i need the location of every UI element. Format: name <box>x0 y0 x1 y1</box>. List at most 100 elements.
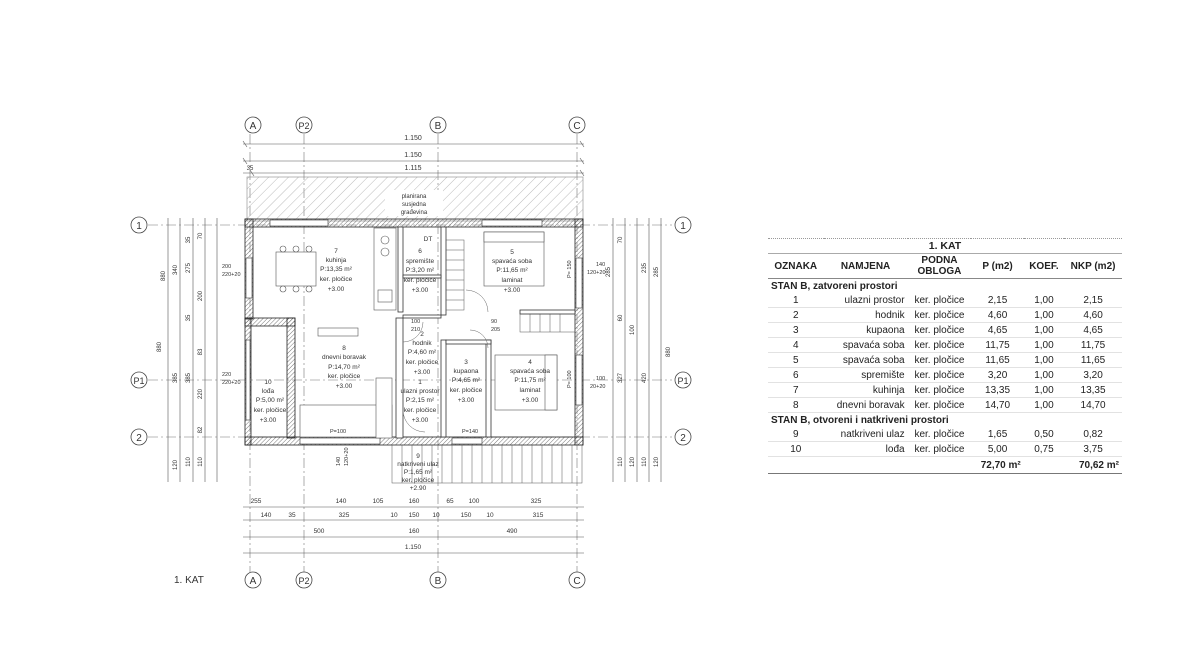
svg-text:lođa: lođa <box>262 388 275 395</box>
svg-text:20+20: 20+20 <box>590 384 605 390</box>
svg-text:120: 120 <box>630 456 636 467</box>
svg-text:160: 160 <box>409 528 420 535</box>
section-otvoreni-label: STAN B, otvoreni i natkriveni prostori <box>771 414 949 426</box>
axis-bubble-2-right: 2 <box>674 428 692 446</box>
svg-text:110: 110 <box>198 457 204 467</box>
svg-text:spremište: spremište <box>406 258 435 265</box>
cell-oznaka: 7 <box>768 382 824 398</box>
cell-p: 4,65 <box>971 322 1024 338</box>
svg-text:490: 490 <box>507 528 518 535</box>
room-spremiste: DT 6 spremište P:3,20 m² ker. pločice +3… <box>404 236 437 294</box>
svg-text:B: B <box>435 576 442 587</box>
section-zatvoreni: STAN B, zatvoreni prostori <box>768 279 1122 294</box>
svg-text:120+20: 120+20 <box>587 270 606 276</box>
axis-bubble-c-bottom: C <box>568 571 586 589</box>
svg-text:880: 880 <box>666 346 672 357</box>
svg-text:210: 210 <box>411 327 420 333</box>
room-natkriveni-ulaz: 9 natkriveni ulaz P:1,65 m² ker. pločice… <box>397 453 439 492</box>
cell-p: 5,00 <box>971 441 1024 457</box>
cell-namjena: lođa <box>823 441 908 457</box>
svg-text:35: 35 <box>288 512 296 519</box>
bottom-dimension-row-2: 140 35 325 10 150 10 150 10 315 <box>261 512 544 519</box>
axis-bubble-p2-bottom: P2 <box>295 571 313 589</box>
svg-text:140: 140 <box>336 457 342 466</box>
svg-text:1: 1 <box>680 221 686 232</box>
cell-oznaka: 8 <box>768 397 824 413</box>
cell-nkp: 11,75 <box>1064 337 1122 353</box>
svg-text:ker. pločice: ker. pločice <box>404 407 437 414</box>
table-title: 1. KAT <box>768 238 1122 254</box>
svg-text:P:13,35 m²: P:13,35 m² <box>320 266 353 273</box>
svg-text:1: 1 <box>136 221 142 232</box>
floor-plan-drawing: A P2 B C A P2 B C 1 P1 2 1 P1 2 1.150 1.… <box>130 116 692 589</box>
svg-text:6: 6 <box>418 248 422 255</box>
svg-text:C: C <box>573 121 580 132</box>
left-dim-overall: 880 <box>157 341 163 352</box>
svg-text:100: 100 <box>630 324 636 335</box>
cell-namjena: spavaća soba <box>823 337 908 353</box>
svg-text:275: 275 <box>186 262 192 273</box>
svg-text:100: 100 <box>469 498 480 505</box>
svg-text:P:4,60 m²: P:4,60 m² <box>408 349 437 356</box>
cell-p: 1,65 <box>971 427 1024 442</box>
svg-text:220+20: 220+20 <box>222 380 241 386</box>
svg-text:2: 2 <box>420 331 424 338</box>
svg-text:ulazni prostor: ulazni prostor <box>400 388 440 395</box>
svg-text:327: 327 <box>618 372 624 383</box>
cell-namjena: ulazni prostor <box>823 293 908 308</box>
svg-text:220+20: 220+20 <box>222 272 241 278</box>
cell-p: 2,15 <box>971 293 1024 308</box>
cell-nkp: 0,82 <box>1064 427 1122 442</box>
cell-oznaka: 5 <box>768 352 824 368</box>
left-dimension-labels: 880 340 385 120 35 275 35 385 110 70 200… <box>161 232 204 470</box>
svg-text:70: 70 <box>198 232 204 239</box>
svg-text:880: 880 <box>161 270 167 281</box>
cell-koef: 1,00 <box>1023 382 1065 398</box>
axis-bubble-p1-right: P1 <box>674 371 692 389</box>
svg-text:laminat: laminat <box>520 387 541 394</box>
room-ulazni-prostor: 1 ulazni prostor P:2,15 m² ker. pločice … <box>400 379 440 424</box>
svg-text:500: 500 <box>314 528 325 535</box>
axis-bubble-p2-top: P2 <box>295 116 313 134</box>
cell-namjena: spavaća soba <box>823 352 908 368</box>
sofa <box>299 327 393 439</box>
header-namjena: NAMJENA <box>823 253 908 279</box>
svg-text:10: 10 <box>390 512 398 519</box>
total-blank-3 <box>907 456 972 474</box>
stairs <box>445 239 576 333</box>
cell-p: 11,65 <box>971 352 1024 368</box>
svg-text:3: 3 <box>464 359 468 366</box>
svg-text:P:14,70 m²: P:14,70 m² <box>328 364 361 371</box>
door-swings <box>402 289 489 433</box>
svg-text:B: B <box>435 121 442 132</box>
cell-namjena: kupaona <box>823 322 908 338</box>
cell-p: 13,35 <box>971 382 1024 398</box>
axis-bubble-b-bottom: B <box>429 571 447 589</box>
axis-bubble-1-right: 1 <box>674 216 692 234</box>
cell-koef: 1,00 <box>1023 307 1065 323</box>
bottom-dimension-row-1: 255 140 105 160 65 100 325 <box>251 498 542 505</box>
bottom-dimension-lines <box>243 506 584 554</box>
cell-p: 4,60 <box>971 307 1024 323</box>
svg-text:8: 8 <box>342 345 346 352</box>
svg-text:2: 2 <box>680 433 686 444</box>
svg-text:110: 110 <box>618 457 624 467</box>
cell-obloga: ker. pločice <box>907 293 972 308</box>
svg-text:205: 205 <box>491 327 500 333</box>
svg-text:83: 83 <box>198 348 204 355</box>
svg-text:10: 10 <box>432 512 440 519</box>
neighbour-label-2: susjedna <box>402 202 427 208</box>
svg-text:P=140: P=140 <box>462 429 478 435</box>
cell-obloga: ker. pločice <box>907 367 972 383</box>
cell-nkp: 11,65 <box>1064 352 1122 368</box>
top-dim-inner: 1.115 <box>405 165 422 172</box>
svg-text:9: 9 <box>416 453 420 460</box>
svg-text:82: 82 <box>198 426 204 433</box>
svg-text:P:5,00 m²: P:5,00 m² <box>256 397 285 404</box>
svg-text:P2: P2 <box>298 576 309 586</box>
axis-bubble-2-left: 2 <box>130 428 148 446</box>
svg-text:235: 235 <box>642 262 648 273</box>
